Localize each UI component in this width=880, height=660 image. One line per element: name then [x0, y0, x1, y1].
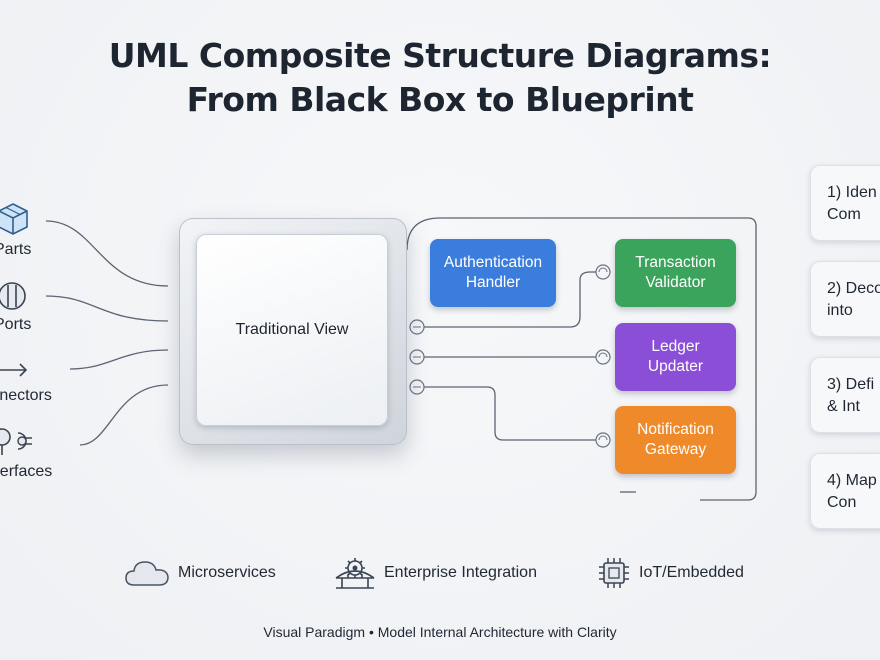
app-label: Enterprise Integration: [384, 564, 537, 581]
step-3: 3) Defi & Int: [810, 357, 880, 433]
app-enterprise-integration: Enterprise Integration: [334, 556, 537, 590]
black-box-label: Traditional View: [235, 321, 349, 338]
page-title: UML Composite Structure Diagrams: From B…: [0, 34, 880, 122]
black-box: Traditional View: [196, 234, 388, 426]
concept-connectors: Connectors: [0, 358, 70, 408]
footer-caption: Visual Paradigm • Model Internal Archite…: [263, 624, 617, 640]
step-label: 3) Defi & Int: [827, 376, 875, 415]
title-line-2: From Black Box to Blueprint: [186, 80, 694, 119]
app-label: IoT/Embedded: [639, 564, 744, 581]
concept-parts: Parts: [0, 200, 60, 264]
component-transaction-validator: Transaction Validator: [615, 239, 736, 307]
step-2: 2) Deco into: [810, 261, 880, 337]
step-label: 1) Iden Com: [827, 184, 877, 223]
step-label: 4) Map Con: [827, 472, 877, 511]
component-authentication-handler: Authentication Handler: [430, 239, 556, 307]
component-notification-gateway: Notification Gateway: [615, 406, 736, 474]
wire-notification: [424, 386, 596, 441]
step-1: 1) Iden Com: [810, 165, 880, 241]
component-label: Notification Gateway: [637, 421, 714, 458]
bridge-gear-icon: [335, 558, 375, 589]
concept-ports: Ports: [0, 279, 60, 339]
app-label: Microservices: [178, 564, 276, 581]
step-label: 2) Deco into: [827, 280, 880, 319]
port-icon: [0, 282, 26, 310]
arrow-icon: [0, 363, 28, 377]
concept-label: Ports: [0, 316, 32, 333]
component-label: Ledger Updater: [647, 338, 704, 375]
port-circle: [595, 432, 611, 448]
port-circle: [409, 319, 425, 335]
cloud-icon: [125, 561, 169, 586]
app-microservices: Microservices: [124, 556, 276, 590]
cube-icon: [0, 203, 28, 235]
port-circle: [409, 379, 425, 395]
component-label: Authentication Handler: [443, 254, 543, 291]
title-line-1: UML Composite Structure Diagrams:: [108, 36, 772, 75]
component-ledger-updater: Ledger Updater: [615, 323, 736, 391]
port-circle: [595, 264, 611, 280]
port-circle: [595, 349, 611, 365]
step-4: 4) Map Con: [810, 453, 880, 529]
concept-label: Connectors: [0, 387, 52, 404]
concept-interfaces: Interfaces: [0, 425, 70, 485]
concept-line-ports: [45, 295, 169, 322]
concept-line-interfaces: [79, 384, 169, 446]
concept-line-connectors: [69, 349, 169, 370]
concept-label: Parts: [0, 241, 32, 258]
concept-label: Interfaces: [0, 463, 53, 480]
concept-line-parts: [45, 220, 169, 287]
app-iot-embedded: IoT/Embedded: [597, 556, 744, 590]
chip-icon: [599, 558, 629, 588]
port-circle: [409, 349, 425, 365]
component-label: Transaction Validator: [635, 254, 716, 291]
lollipop-socket-icon: [0, 428, 32, 455]
